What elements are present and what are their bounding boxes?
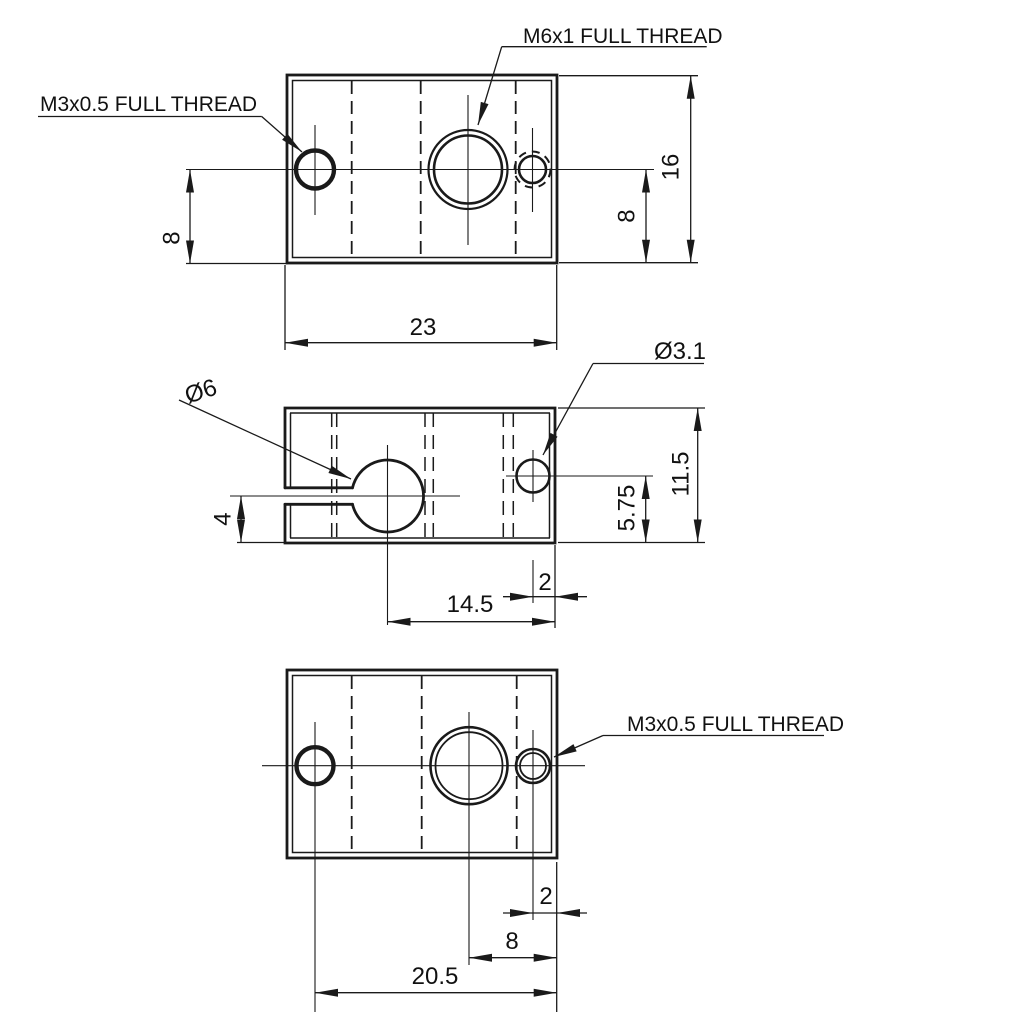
dim-bottom-m6-center-8: 8 — [469, 928, 557, 962]
dim-text-4: 4 — [210, 512, 237, 525]
m3-thread-hole-bottom — [294, 722, 336, 1012]
m6-thread-hole-bottom — [429, 712, 509, 965]
dim-mid-bore-edge-145: 14.5 — [387, 591, 555, 626]
dim-mid-sensor-height-575: 5.75 — [614, 476, 650, 543]
dim-text-2-bottom: 2 — [539, 883, 552, 910]
label-m3-thread-bottom-text: M3x0.5 FULL THREAD — [627, 713, 844, 736]
dim-top-width-23: 23 — [284, 265, 558, 350]
dim-text-115: 11.5 — [668, 452, 695, 497]
dim-text-8-left: 8 — [159, 231, 186, 244]
m6-thread-hole-top — [427, 95, 509, 245]
sensor-hole-d31 — [506, 450, 653, 603]
label-d6: Ø6 — [178, 374, 352, 480]
dim-mid-height-115: 11.5 — [558, 407, 705, 544]
label-m3-thread-bottom: M3x0.5 FULL THREAD — [553, 713, 844, 758]
dim-text-2-mid: 2 — [538, 569, 551, 596]
dim-bottom-sensor-edge-2: 2 — [503, 883, 587, 917]
dim-mid-bore-height-4: 4 — [210, 496, 286, 544]
dim-bottom-m3-center-205: 20.5 — [315, 963, 557, 997]
m3-side-hole-top — [513, 128, 552, 212]
m3-side-hole-bottom — [514, 730, 552, 920]
label-d31-text: Ø3.1 — [654, 338, 706, 365]
label-m3-thread-top-text: M3x0.5 FULL THREAD — [40, 93, 257, 116]
bore-d6-slotted — [230, 445, 460, 625]
label-m6-thread-text: M6x1 FULL THREAD — [523, 25, 723, 48]
dim-text-8-right: 8 — [614, 209, 641, 222]
label-m3-thread-top: M3x0.5 FULL THREAD — [38, 93, 303, 153]
label-d31: Ø3.1 — [542, 338, 706, 456]
dim-text-575: 5.75 — [614, 485, 641, 532]
dim-text-205: 20.5 — [412, 963, 459, 990]
dim-top-height-16: 16 — [559, 75, 698, 264]
top-view: 8 23 16 8 M6x1 FULL THREAD M3x0.5 FULL T… — [38, 25, 723, 350]
m3-thread-hole-top — [293, 125, 337, 215]
dim-top-hole-right-8: 8 — [614, 169, 650, 263]
dim-text-16: 16 — [658, 154, 685, 181]
dim-text-8-bottom: 8 — [505, 928, 518, 955]
dim-mid-sensor-edge-2: 2 — [503, 545, 587, 628]
dim-text-145: 14.5 — [447, 591, 494, 618]
bottom-view: M3x0.5 FULL THREAD 2 8 20.5 — [262, 668, 844, 1012]
middle-view: 4 5.75 11.5 2 14.5 Ø6 Ø3.1 — [178, 338, 706, 628]
dim-text-23: 23 — [410, 314, 437, 341]
label-m6-thread: M6x1 FULL THREAD — [477, 25, 723, 126]
dim-top-hole-left-8: 8 — [159, 169, 288, 265]
